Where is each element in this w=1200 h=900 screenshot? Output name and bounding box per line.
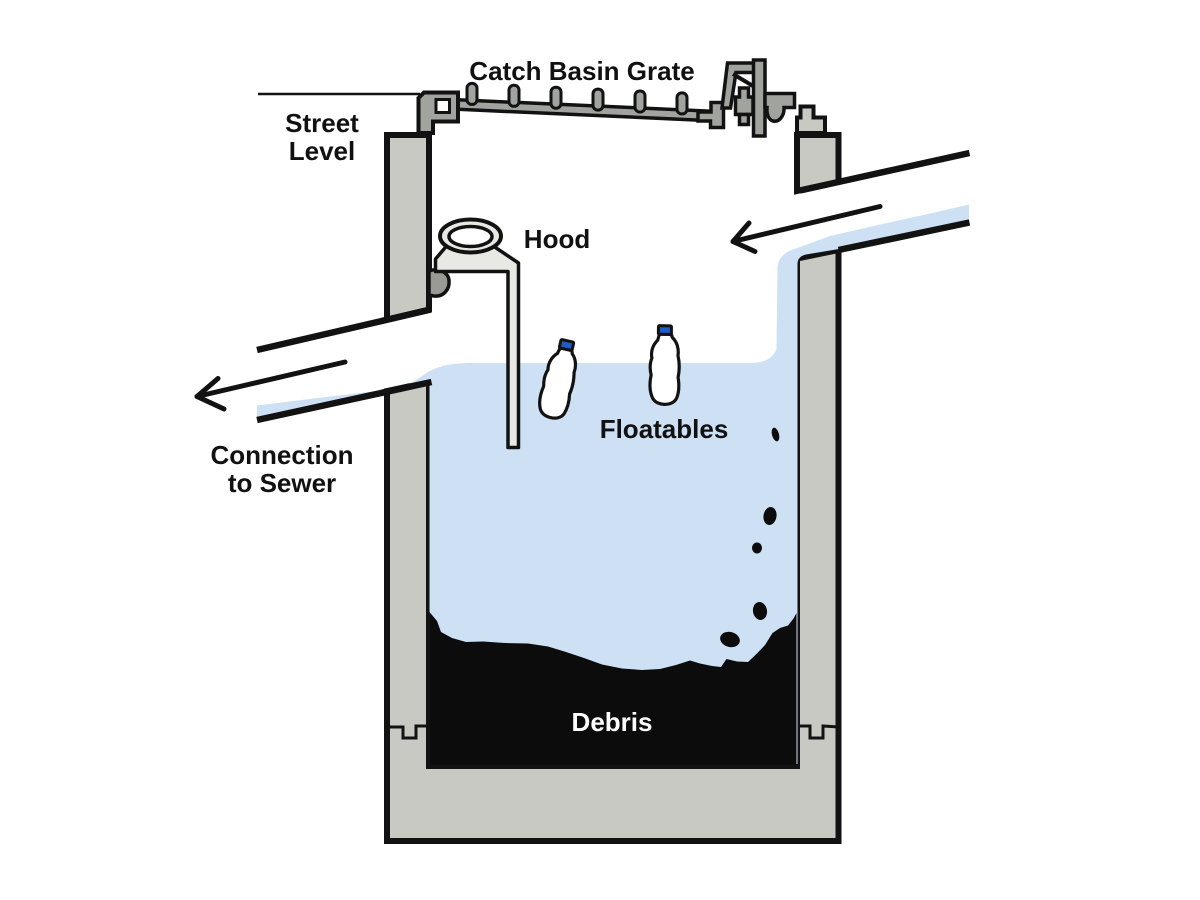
left-wall-upper (384, 132, 432, 324)
particle (720, 631, 740, 648)
label-connection-line2: to Sewer (227, 468, 337, 498)
particle (763, 507, 777, 525)
label-street-level-line1: Street (285, 108, 359, 138)
label-hood: Hood (523, 224, 591, 254)
flow-arrows (194, 204, 883, 412)
bottle-right (648, 324, 681, 406)
grate-right-frame (696, 58, 797, 138)
bottle-body (538, 346, 578, 420)
debris-pile (429, 612, 797, 765)
right-joint-notch (799, 724, 840, 740)
inflow-pipe-bottom (837, 219, 971, 254)
hood-ring-inner (447, 224, 494, 249)
grate-left-frame-slot (434, 98, 451, 114)
bottle-cap (557, 338, 576, 352)
grate-assembly (416, 58, 797, 138)
label-connection-to-sewer: Connection to Sewer (211, 441, 354, 497)
bottle-cap (656, 324, 673, 336)
hood (427, 217, 521, 450)
sinking-particles (720, 427, 780, 648)
floating-bottles (538, 324, 681, 420)
label-street-level-line2: Level (288, 136, 356, 166)
label-connection-line1: Connection (210, 440, 354, 470)
inflow-pipe-top (799, 149, 971, 194)
curb-piece (795, 104, 827, 135)
label-catch-basin-grate: Catch Basin Grate (469, 56, 695, 86)
particle (752, 602, 768, 620)
outflow-pipe-top (256, 306, 432, 354)
label-street-level: Street Level (285, 109, 359, 165)
wall-joint-notches (387, 724, 840, 740)
bottle-body (648, 332, 681, 406)
left-joint-notch (387, 724, 427, 740)
inflow-arrow-icon (730, 204, 883, 254)
grate-tines (465, 81, 689, 116)
bottle-left (538, 338, 578, 420)
label-debris: Debris (571, 707, 653, 737)
outflow-arrow-icon (194, 359, 348, 412)
outflow-pipe-bottom (256, 378, 433, 424)
hood-mount-lug (427, 268, 451, 298)
particle (752, 542, 762, 554)
pipe-lines (256, 149, 971, 424)
label-floatables: Floatables (599, 414, 729, 444)
particle (771, 427, 780, 442)
